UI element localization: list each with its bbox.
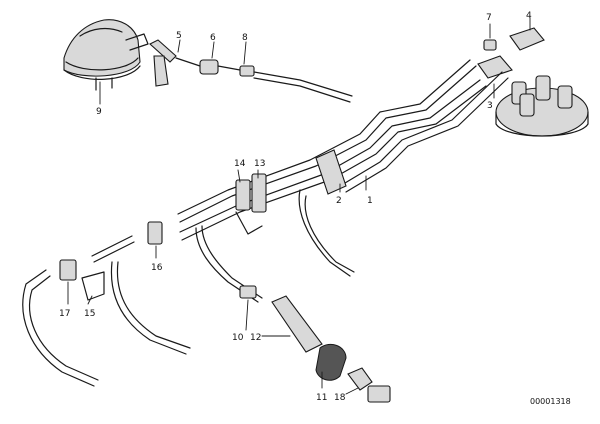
part-label-6: 6: [210, 33, 216, 43]
plug-leads: [22, 225, 263, 387]
part-label-12: 12: [250, 333, 261, 343]
part-label-8: 8: [242, 33, 248, 43]
part-label-1: 1: [367, 196, 373, 206]
coil-lead: [149, 39, 353, 103]
part-label-11: 11: [316, 393, 327, 403]
part-label-9: 9: [96, 107, 102, 117]
spark-plug-assembly: [239, 285, 391, 403]
part-label-5: 5: [176, 31, 182, 41]
drawing-code: 00001318: [530, 397, 571, 406]
part-label-14: 14: [234, 159, 246, 169]
leader-lines: [67, 17, 531, 395]
part-label-15: 15: [84, 309, 95, 319]
part-label-17: 17: [59, 309, 70, 319]
part-label-7: 7: [486, 13, 492, 23]
part-label-4: 4: [526, 11, 532, 21]
wiring-harness: [177, 59, 509, 277]
part-label-10: 10: [232, 333, 244, 343]
part-label-2: 2: [336, 196, 342, 206]
harness-clips: [59, 173, 267, 301]
part-label-18: 18: [334, 393, 346, 403]
part-labels: 1 2 3 4 5 6 7 8 9 10 11 12 13 14 15 16 1…: [59, 11, 532, 403]
distributor-cap: [477, 27, 589, 137]
part-label-16: 16: [151, 263, 163, 273]
ignition-coil: [63, 19, 149, 91]
part-label-13: 13: [254, 159, 265, 169]
part-label-3: 3: [487, 101, 493, 111]
